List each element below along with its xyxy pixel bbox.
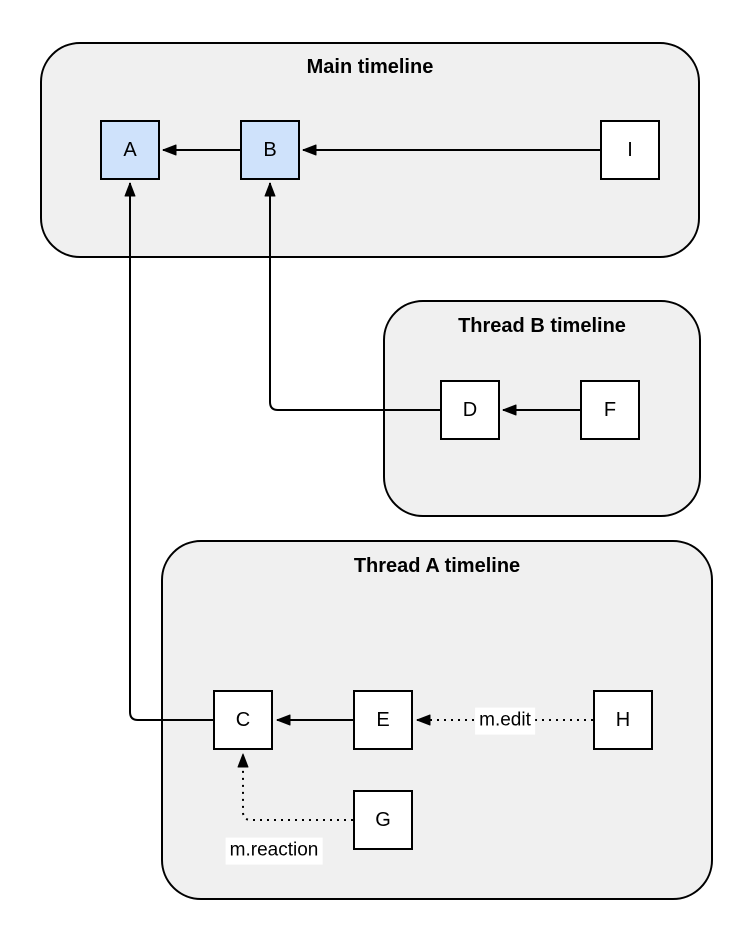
container-thread-b-timeline [383, 300, 701, 517]
node-G: G [353, 790, 413, 850]
node-C: C [213, 690, 273, 750]
edge-label-m-edit: m.edit [475, 707, 535, 735]
node-H: H [593, 690, 653, 750]
node-B: B [240, 120, 300, 180]
node-E: E [353, 690, 413, 750]
node-F: F [580, 380, 640, 440]
node-I: I [600, 120, 660, 180]
edge-label-m-reaction: m.reaction [225, 837, 323, 865]
node-A: A [100, 120, 160, 180]
node-D: D [440, 380, 500, 440]
